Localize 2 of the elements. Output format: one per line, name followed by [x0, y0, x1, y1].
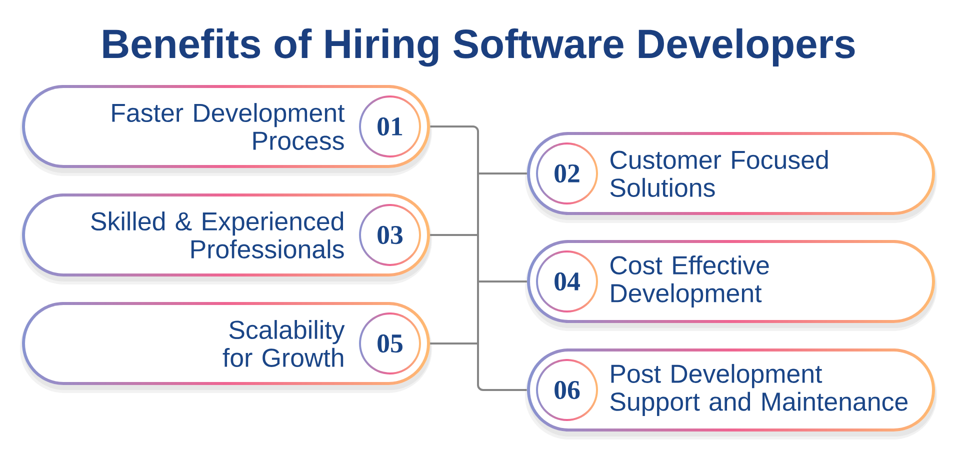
connector-line: [430, 342, 527, 391]
title: Benefits of Hiring Software Developers: [103, 28, 855, 67]
